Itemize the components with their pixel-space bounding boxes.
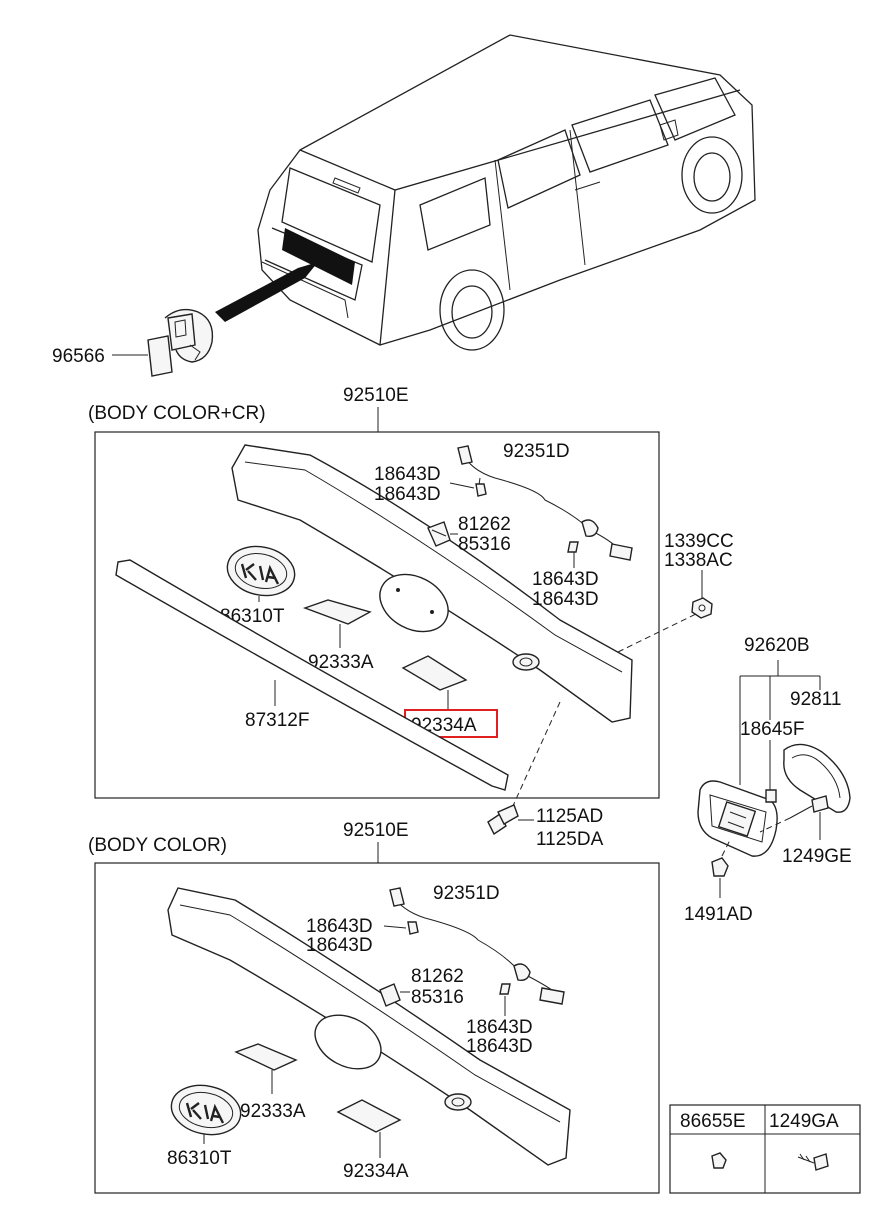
label-92510E-bottom: 92510E xyxy=(343,820,409,841)
label-85316-top: 85316 xyxy=(458,534,511,555)
label-18643D-t2: 18643D xyxy=(374,484,441,505)
label-18643D-b1: 18643D xyxy=(306,916,373,937)
moulding-87312F xyxy=(115,559,509,791)
label-1249GE: 1249GE xyxy=(782,846,852,867)
pad-92333A-bottom xyxy=(234,1043,298,1071)
nut-1491AD xyxy=(711,839,731,898)
kia-emblem-top xyxy=(226,545,296,602)
label-18643D-b2: 18643D xyxy=(306,935,373,956)
label-1125AD: 1125AD xyxy=(536,806,603,827)
label-18643D-t3: 18643D xyxy=(532,569,599,590)
section-box-top xyxy=(94,431,660,799)
legend-label-86655E: 86655E xyxy=(680,1111,746,1132)
label-18645F: 18645F xyxy=(740,719,804,740)
wire-harness-top xyxy=(449,445,633,561)
nut-1339CC xyxy=(691,570,713,619)
kia-emblem-bottom xyxy=(170,1084,242,1144)
pad-92334A-bottom xyxy=(336,1099,402,1133)
garnish-panel-bottom xyxy=(167,887,571,1166)
label-92620B: 92620B xyxy=(744,635,810,656)
clip-81262-bottom xyxy=(379,983,410,1007)
camera-assembly-96566 xyxy=(112,308,214,377)
label-92811: 92811 xyxy=(790,689,841,710)
label-1491AD: 1491AD xyxy=(684,904,753,925)
license-lamp-housing xyxy=(697,780,778,857)
label-92351D-top: 92351D xyxy=(503,441,570,462)
clip-81262-top xyxy=(427,521,458,547)
label-92510E-top: 92510E xyxy=(343,385,409,406)
bulb-18645F xyxy=(765,789,777,803)
label-85316-bottom: 85316 xyxy=(411,987,464,1008)
garnish-panel-top xyxy=(231,444,633,723)
label-1125DA: 1125DA xyxy=(536,829,604,850)
nut-86655E-icon xyxy=(711,1152,727,1169)
label-18643D-t1: 18643D xyxy=(374,464,441,485)
label-86310T-bottom: 86310T xyxy=(167,1148,232,1169)
screw-1249GA-icon xyxy=(797,1153,829,1171)
vehicle-illustration xyxy=(215,34,756,351)
label-92334A-bottom: 92334A xyxy=(343,1161,409,1182)
bolt-1125AD xyxy=(487,804,534,836)
label-18643D-b3: 18643D xyxy=(466,1017,533,1038)
label-92333A-top: 92333A xyxy=(308,652,374,673)
label-1339CC: 1339CC xyxy=(664,531,734,552)
label-81262-bottom: 81262 xyxy=(411,966,464,987)
lens-92811 xyxy=(783,743,851,813)
label-92351D-bottom: 92351D xyxy=(433,883,500,904)
legend-table: 86655E 1249GA xyxy=(669,1104,861,1194)
label-18643D-b4: 18643D xyxy=(466,1036,533,1057)
label-96566: 96566 xyxy=(52,346,105,367)
label-1338AC: 1338AC xyxy=(664,550,733,571)
section-box-bottom xyxy=(94,862,660,1194)
pad-92334A-top xyxy=(401,655,468,691)
label-92333A-bottom: 92333A xyxy=(240,1101,306,1122)
section-title-top: (BODY COLOR+CR) xyxy=(88,403,266,424)
label-87312F: 87312F xyxy=(245,710,309,731)
wire-harness-bottom xyxy=(383,887,565,1005)
pad-92333A-top xyxy=(302,599,372,625)
legend-label-1249GA: 1249GA xyxy=(769,1111,839,1132)
section-title-bottom: (BODY COLOR) xyxy=(88,835,227,856)
label-18643D-t4: 18643D xyxy=(532,589,599,610)
label-81262-top: 81262 xyxy=(458,514,511,535)
screw-1249GE xyxy=(759,795,829,840)
